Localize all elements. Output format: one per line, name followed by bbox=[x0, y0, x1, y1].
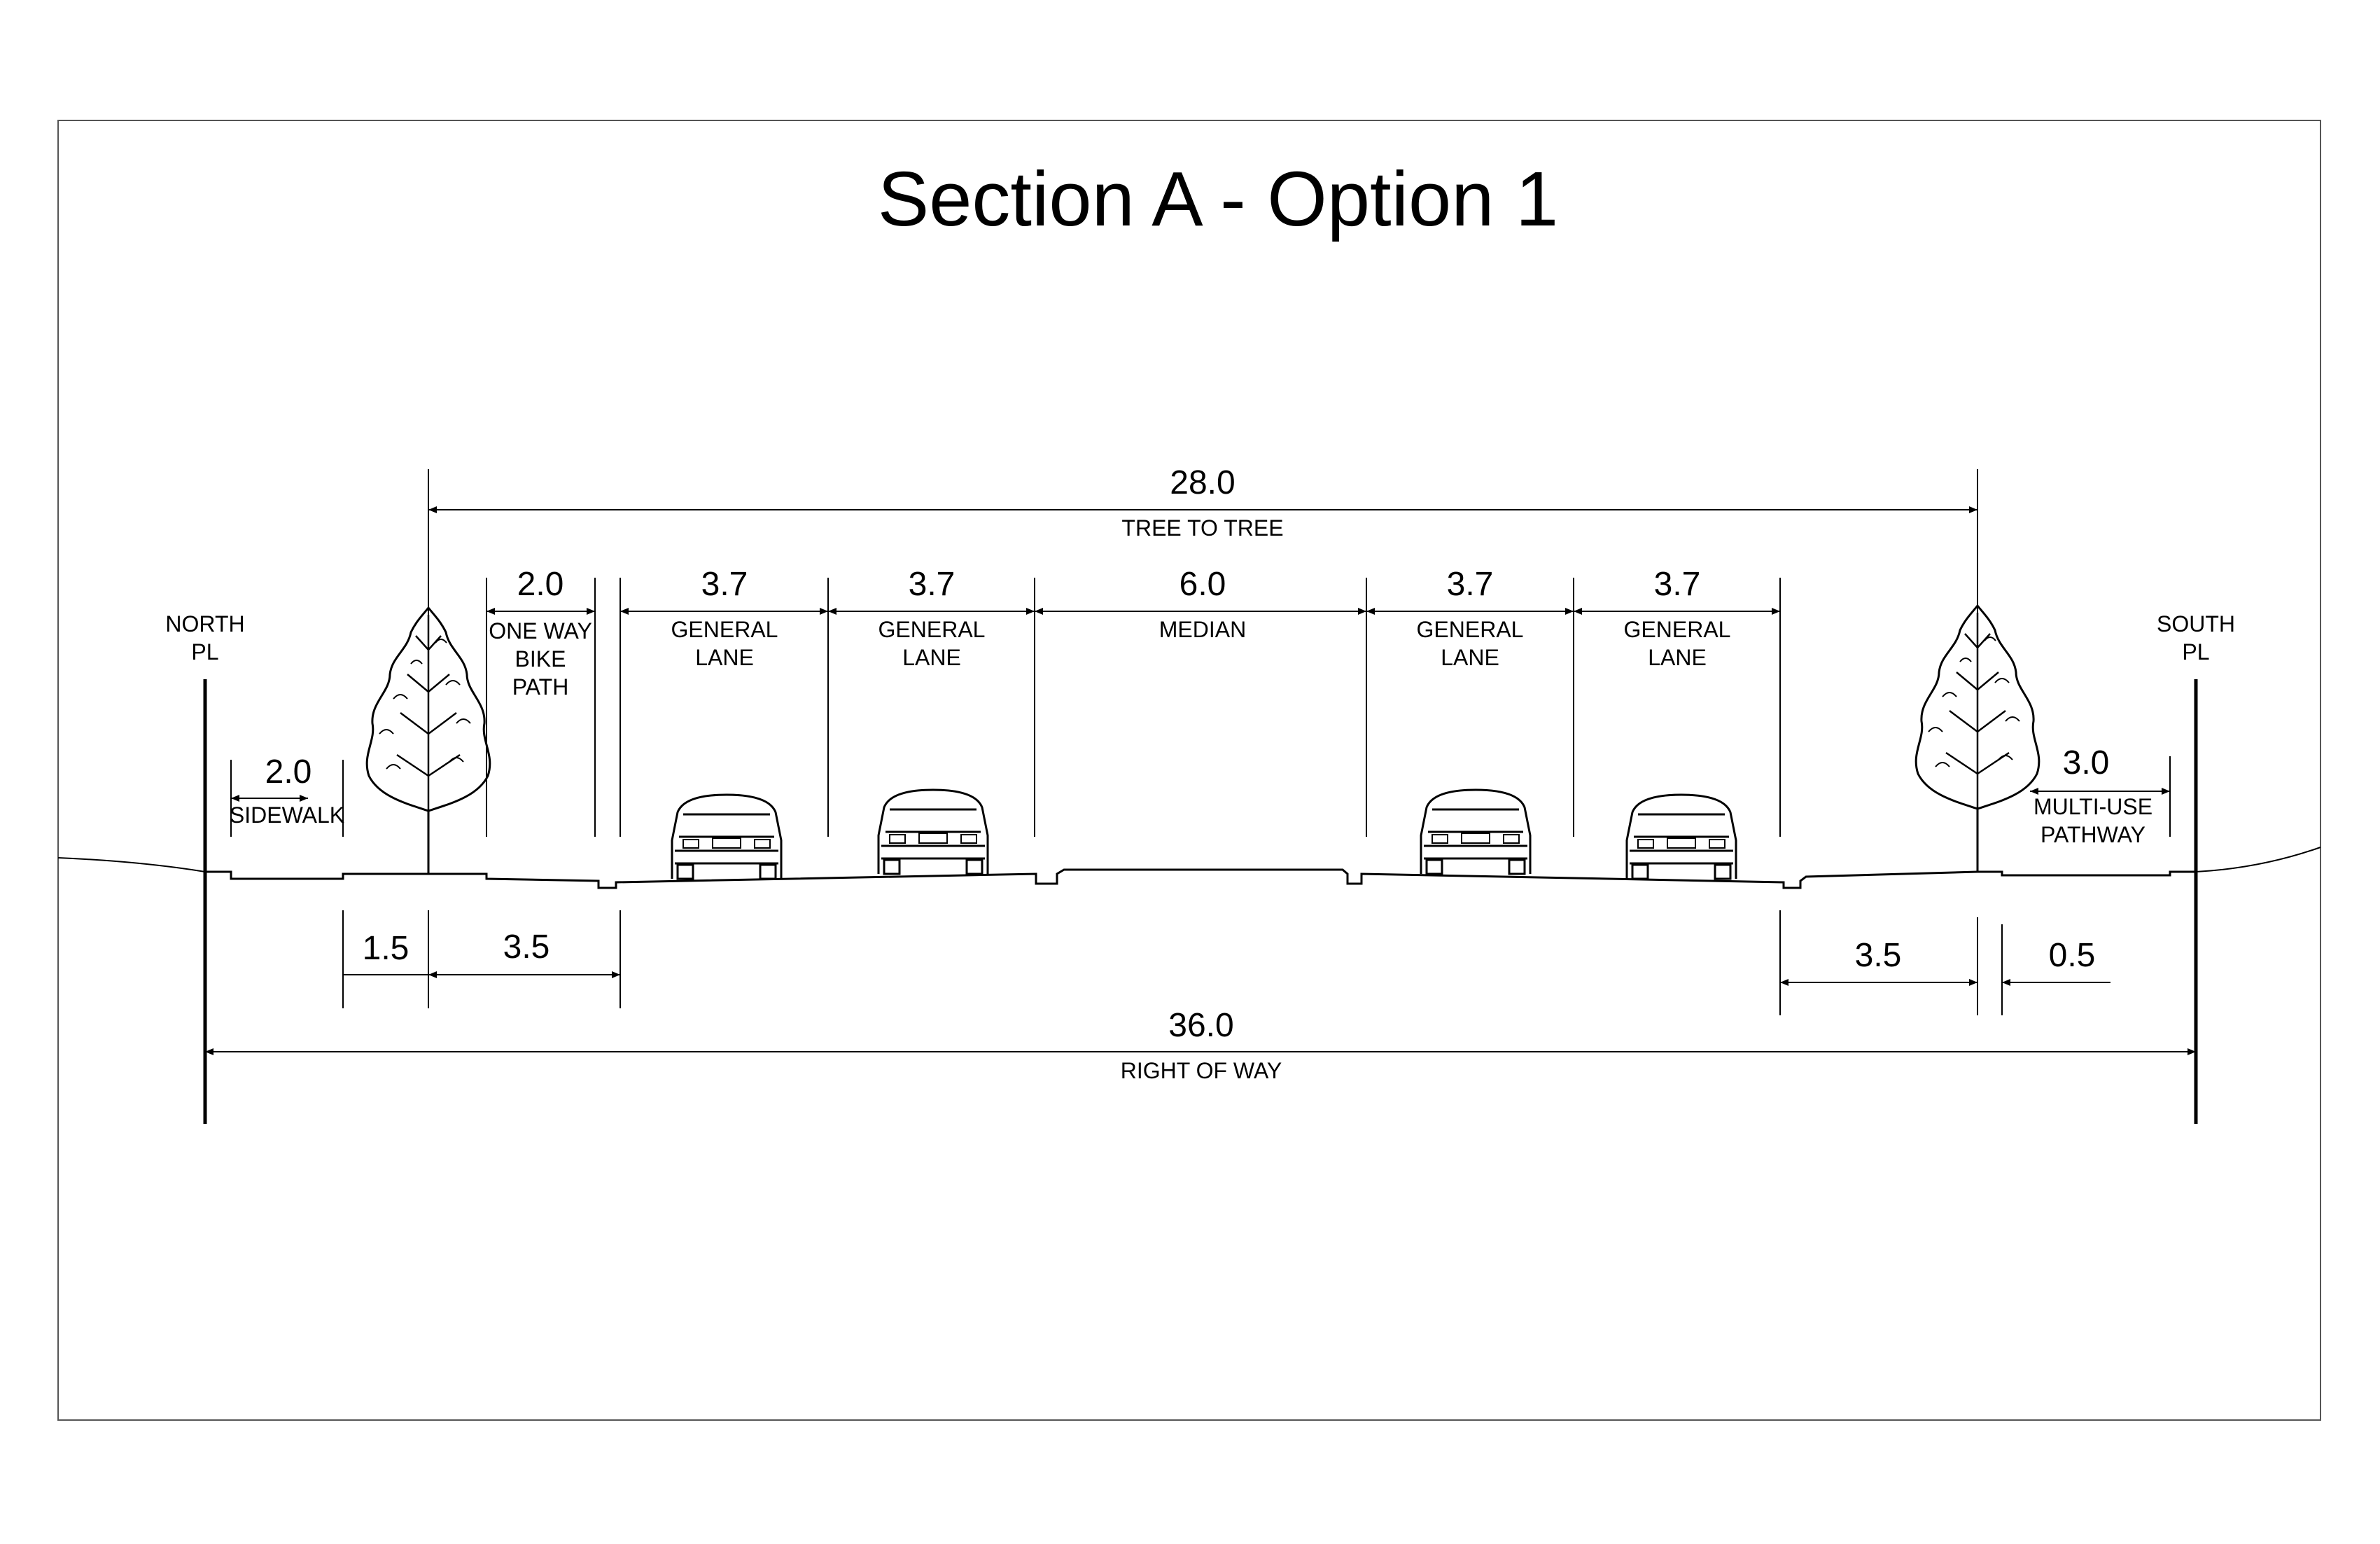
lower-extension-lines bbox=[342, 910, 2003, 1015]
pathway-label-1: MULTI-USE bbox=[2033, 794, 2152, 819]
north-pl-label-2: PL bbox=[191, 639, 218, 665]
lane-4-value: 3.7 bbox=[1654, 566, 1701, 603]
south-pl-label-2: PL bbox=[2182, 639, 2209, 665]
car-icon-2 bbox=[877, 788, 989, 875]
ground-profile-north bbox=[57, 857, 206, 872]
median-label: MEDIAN bbox=[1159, 617, 1246, 642]
bike-path-label-2: BIKE bbox=[515, 646, 566, 672]
lower-dim-3-5-left-value: 3.5 bbox=[503, 929, 550, 966]
north-pl-label-1: NORTH bbox=[165, 611, 244, 637]
lower-dim-3-5-right-value: 3.5 bbox=[1855, 937, 1902, 974]
lane-1-value: 3.7 bbox=[701, 566, 748, 603]
lane-3-value: 3.7 bbox=[1447, 566, 1494, 603]
sidewalk-value: 2.0 bbox=[265, 753, 312, 791]
lane-2-label-2: LANE bbox=[902, 645, 961, 670]
segment-extension-lines bbox=[486, 578, 1781, 837]
right-of-way-value: 36.0 bbox=[1168, 1007, 1233, 1044]
median-value: 6.0 bbox=[1180, 566, 1226, 603]
lower-dim-1-5-value: 1.5 bbox=[363, 930, 410, 967]
car-icon-1 bbox=[671, 793, 783, 880]
lane-2-value: 3.7 bbox=[909, 566, 955, 603]
pathway-label-2: PATHWAY bbox=[2040, 822, 2146, 847]
lane-3-label-2: LANE bbox=[1441, 645, 1499, 670]
page-title: Section A - Option 1 bbox=[878, 156, 1558, 242]
car-icon-4 bbox=[1625, 793, 1737, 880]
tree-to-tree-label: TREE TO TREE bbox=[1121, 515, 1283, 541]
ground-profile-south bbox=[2195, 847, 2321, 872]
bike-path-label-3: PATH bbox=[512, 674, 569, 700]
car-icon-3 bbox=[1420, 788, 1532, 875]
drawing-frame bbox=[57, 120, 2321, 1421]
lane-4-label-2: LANE bbox=[1648, 645, 1707, 670]
sidewalk-label: SIDEWALK bbox=[230, 802, 344, 828]
lane-1-label-2: LANE bbox=[695, 645, 754, 670]
lane-4-label-1: GENERAL bbox=[1624, 617, 1731, 642]
tree-to-tree-value: 28.0 bbox=[1170, 464, 1235, 501]
lower-dim-0-5-value: 0.5 bbox=[2049, 937, 2096, 974]
lane-2-label-1: GENERAL bbox=[878, 617, 986, 642]
right-of-way-label: RIGHT OF WAY bbox=[1121, 1058, 1282, 1083]
lane-3-label-1: GENERAL bbox=[1417, 617, 1524, 642]
lane-1-label-1: GENERAL bbox=[671, 617, 778, 642]
bike-path-label-1: ONE WAY bbox=[489, 618, 592, 644]
roadway-profile bbox=[205, 868, 2196, 889]
bike-path-value: 2.0 bbox=[517, 566, 564, 603]
south-pl-label-1: SOUTH bbox=[2157, 611, 2235, 637]
pathway-value: 3.0 bbox=[2063, 744, 2110, 781]
